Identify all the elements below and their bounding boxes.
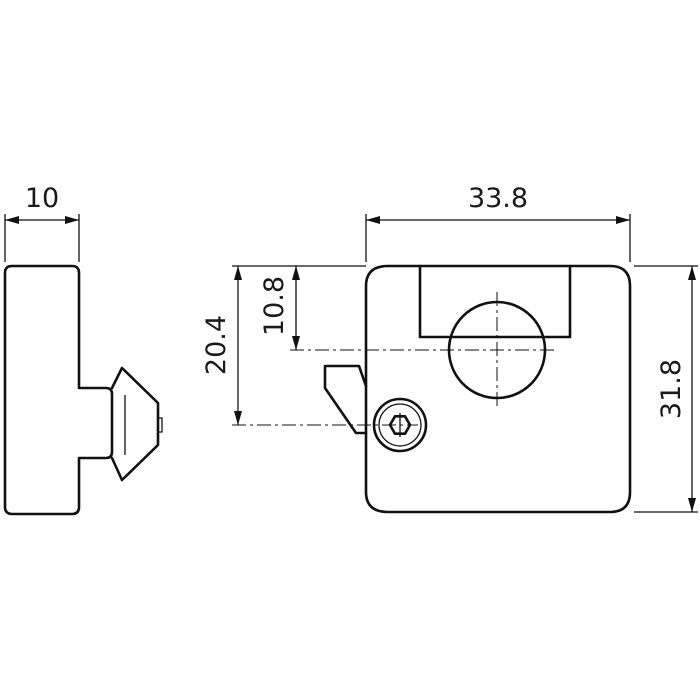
side-width-label: 10 xyxy=(25,183,59,214)
screw-offset-label: 20.4 xyxy=(201,315,232,375)
side-width-arrow-right xyxy=(65,216,79,224)
front-height-arrow-bottom xyxy=(688,498,696,512)
front-view-plate-outline xyxy=(364,264,632,514)
dimension-front-width: 33.8 xyxy=(365,183,631,262)
front-view-latch xyxy=(323,364,368,435)
hole-offset-arrow-top xyxy=(292,266,300,280)
dimension-front-height: 31.8 xyxy=(634,265,698,513)
front-view-screw-head xyxy=(372,397,428,453)
dimension-hole-offset: 10.8 xyxy=(259,266,300,350)
front-view xyxy=(232,264,632,514)
front-height-arrow-top xyxy=(688,266,696,280)
front-height-label: 31.8 xyxy=(656,359,687,419)
side-view-body-outline xyxy=(3,264,114,516)
dimension-screw-offset: 20.4 xyxy=(201,265,366,425)
front-width-arrow-left xyxy=(366,216,380,224)
hole-offset-arrow-bottom xyxy=(292,336,300,350)
screw-offset-arrow-bottom xyxy=(234,411,242,425)
hole-offset-label: 10.8 xyxy=(259,276,290,336)
screw-offset-arrow-top xyxy=(234,266,242,280)
front-view-screw-head-inner xyxy=(378,403,422,447)
front-view-top-slot xyxy=(418,264,572,339)
side-width-arrow-left xyxy=(5,216,19,224)
side-view-t-slot-nut xyxy=(110,366,160,482)
front-width-label: 33.8 xyxy=(468,183,528,214)
side-view-screw-tip xyxy=(158,417,163,433)
side-view: 10 xyxy=(3,183,163,516)
front-width-arrow-right xyxy=(616,216,630,224)
